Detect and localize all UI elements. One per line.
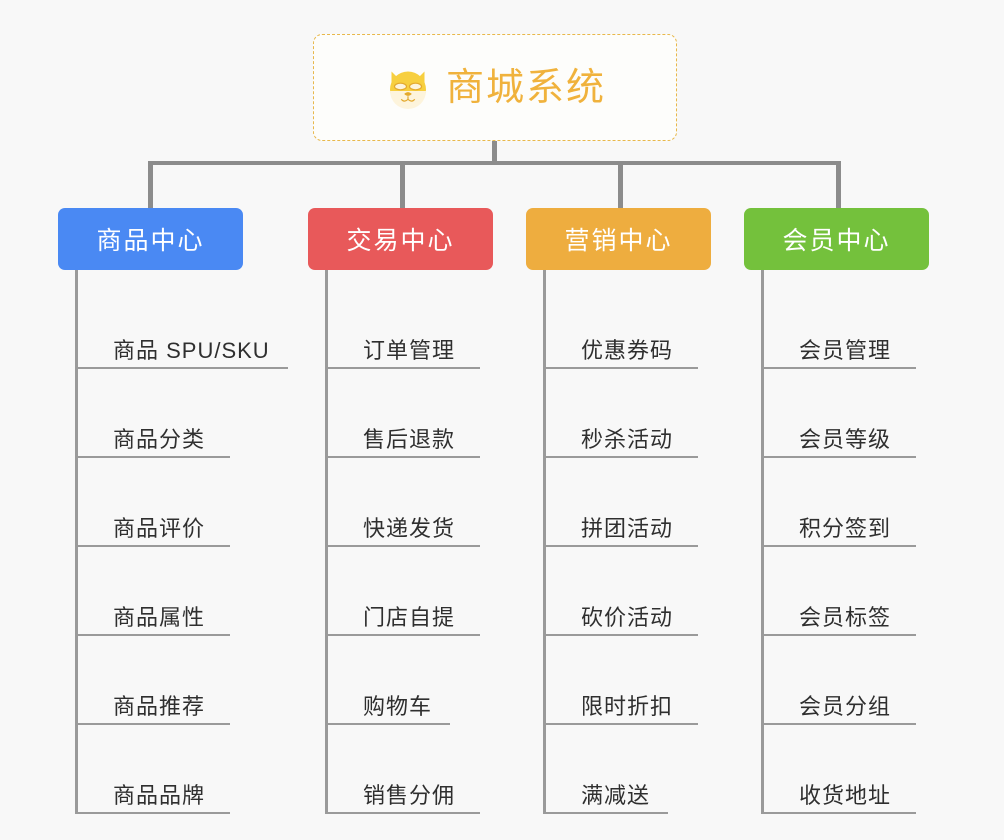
- leaf-item[interactable]: 积分签到: [764, 458, 962, 547]
- leaf-item[interactable]: 订单管理: [328, 280, 526, 369]
- leaf-item[interactable]: 优惠券码: [546, 280, 744, 369]
- leaf-item[interactable]: 收货地址: [764, 725, 962, 814]
- leaf-label: 优惠券码: [581, 337, 674, 363]
- category-node-marketing-center[interactable]: 营销中心: [526, 208, 711, 270]
- branch-product-center: 商品中心 商品 SPU/SKU 商品分类 商品评价 商品属性 商品推荐 商品品牌: [58, 208, 308, 814]
- leaf-label: 限时折扣: [581, 693, 674, 719]
- leaf-label: 商品分类: [113, 426, 206, 452]
- root-title: 商城系统: [445, 66, 606, 109]
- leaf-item[interactable]: 拼团活动: [546, 458, 744, 547]
- leaf-label: 商品评价: [113, 515, 206, 541]
- leaf-label: 会员标签: [799, 604, 892, 630]
- leaf-item[interactable]: 商品品牌: [78, 725, 308, 814]
- leaf-item[interactable]: 售后退款: [328, 369, 526, 458]
- leaf-item[interactable]: 砍价活动: [546, 547, 744, 636]
- leaf-label: 会员等级: [799, 426, 892, 452]
- leaf-label: 商品推荐: [113, 693, 206, 719]
- connector-drop-product-center: [148, 161, 153, 209]
- category-label: 营销中心: [564, 227, 673, 255]
- leaf-label: 积分签到: [799, 515, 892, 541]
- connector-drop-marketing-center: [618, 161, 623, 209]
- leaf-item[interactable]: 门店自提: [328, 547, 526, 636]
- connector-drop-member-center: [836, 161, 841, 209]
- leaf-item[interactable]: 会员等级: [764, 369, 962, 458]
- leaf-label: 商品 SPU/SKU: [113, 337, 270, 363]
- leaf-item[interactable]: 商品评价: [78, 458, 308, 547]
- leaf-label: 购物车: [363, 693, 433, 719]
- connector-drop-trade-center: [400, 161, 405, 209]
- leaf-list-member-center: 会员管理 会员等级 积分签到 会员标签 会员分组 收货地址: [761, 270, 962, 814]
- leaf-label: 会员分组: [799, 693, 892, 719]
- leaf-label: 收货地址: [799, 782, 892, 808]
- leaf-item[interactable]: 购物车: [328, 636, 526, 725]
- leaf-item[interactable]: 商品属性: [78, 547, 308, 636]
- branch-member-center: 会员中心 会员管理 会员等级 积分签到 会员标签 会员分组 收货地址: [744, 208, 962, 814]
- root-node[interactable]: 商城系统: [313, 34, 677, 141]
- leaf-item[interactable]: 商品 SPU/SKU: [78, 280, 308, 369]
- leaf-item[interactable]: 秒杀活动: [546, 369, 744, 458]
- leaf-label: 满减送: [581, 782, 651, 808]
- category-label: 商品中心: [96, 227, 205, 255]
- leaf-label: 砍价活动: [581, 604, 674, 630]
- shiba-dog-icon: [384, 64, 432, 112]
- leaf-item[interactable]: 销售分佣: [328, 725, 526, 814]
- connector-horizontal-bus: [150, 161, 840, 165]
- branch-trade-center: 交易中心 订单管理 售后退款 快递发货 门店自提 购物车 销售分佣: [308, 208, 526, 814]
- leaf-label: 拼团活动: [581, 515, 674, 541]
- leaf-label: 商品品牌: [113, 782, 206, 808]
- leaf-list-trade-center: 订单管理 售后退款 快递发货 门店自提 购物车 销售分佣: [325, 270, 526, 814]
- leaf-label: 快递发货: [363, 515, 456, 541]
- category-node-product-center[interactable]: 商品中心: [58, 208, 243, 270]
- leaf-label: 门店自提: [363, 604, 456, 630]
- leaf-item[interactable]: 快递发货: [328, 458, 526, 547]
- leaf-item[interactable]: 会员分组: [764, 636, 962, 725]
- leaf-label: 售后退款: [363, 426, 456, 452]
- leaf-item[interactable]: 会员管理: [764, 280, 962, 369]
- leaf-label: 订单管理: [363, 337, 456, 363]
- leaf-item[interactable]: 商品推荐: [78, 636, 308, 725]
- category-label: 会员中心: [782, 227, 891, 255]
- leaf-list-marketing-center: 优惠券码 秒杀活动 拼团活动 砍价活动 限时折扣 满减送: [543, 270, 744, 814]
- connector-root-stem: [492, 141, 497, 165]
- leaf-label: 商品属性: [113, 604, 206, 630]
- leaf-list-product-center: 商品 SPU/SKU 商品分类 商品评价 商品属性 商品推荐 商品品牌: [75, 270, 308, 814]
- leaf-item[interactable]: 满减送: [546, 725, 744, 814]
- leaf-label: 会员管理: [799, 337, 892, 363]
- leaf-label: 销售分佣: [363, 782, 456, 808]
- category-label: 交易中心: [346, 227, 455, 255]
- leaf-item[interactable]: 限时折扣: [546, 636, 744, 725]
- category-node-trade-center[interactable]: 交易中心: [308, 208, 493, 270]
- branch-marketing-center: 营销中心 优惠券码 秒杀活动 拼团活动 砍价活动 限时折扣 满减送: [526, 208, 744, 814]
- category-node-member-center[interactable]: 会员中心: [744, 208, 929, 270]
- leaf-item[interactable]: 商品分类: [78, 369, 308, 458]
- leaf-label: 秒杀活动: [581, 426, 674, 452]
- leaf-item[interactable]: 会员标签: [764, 547, 962, 636]
